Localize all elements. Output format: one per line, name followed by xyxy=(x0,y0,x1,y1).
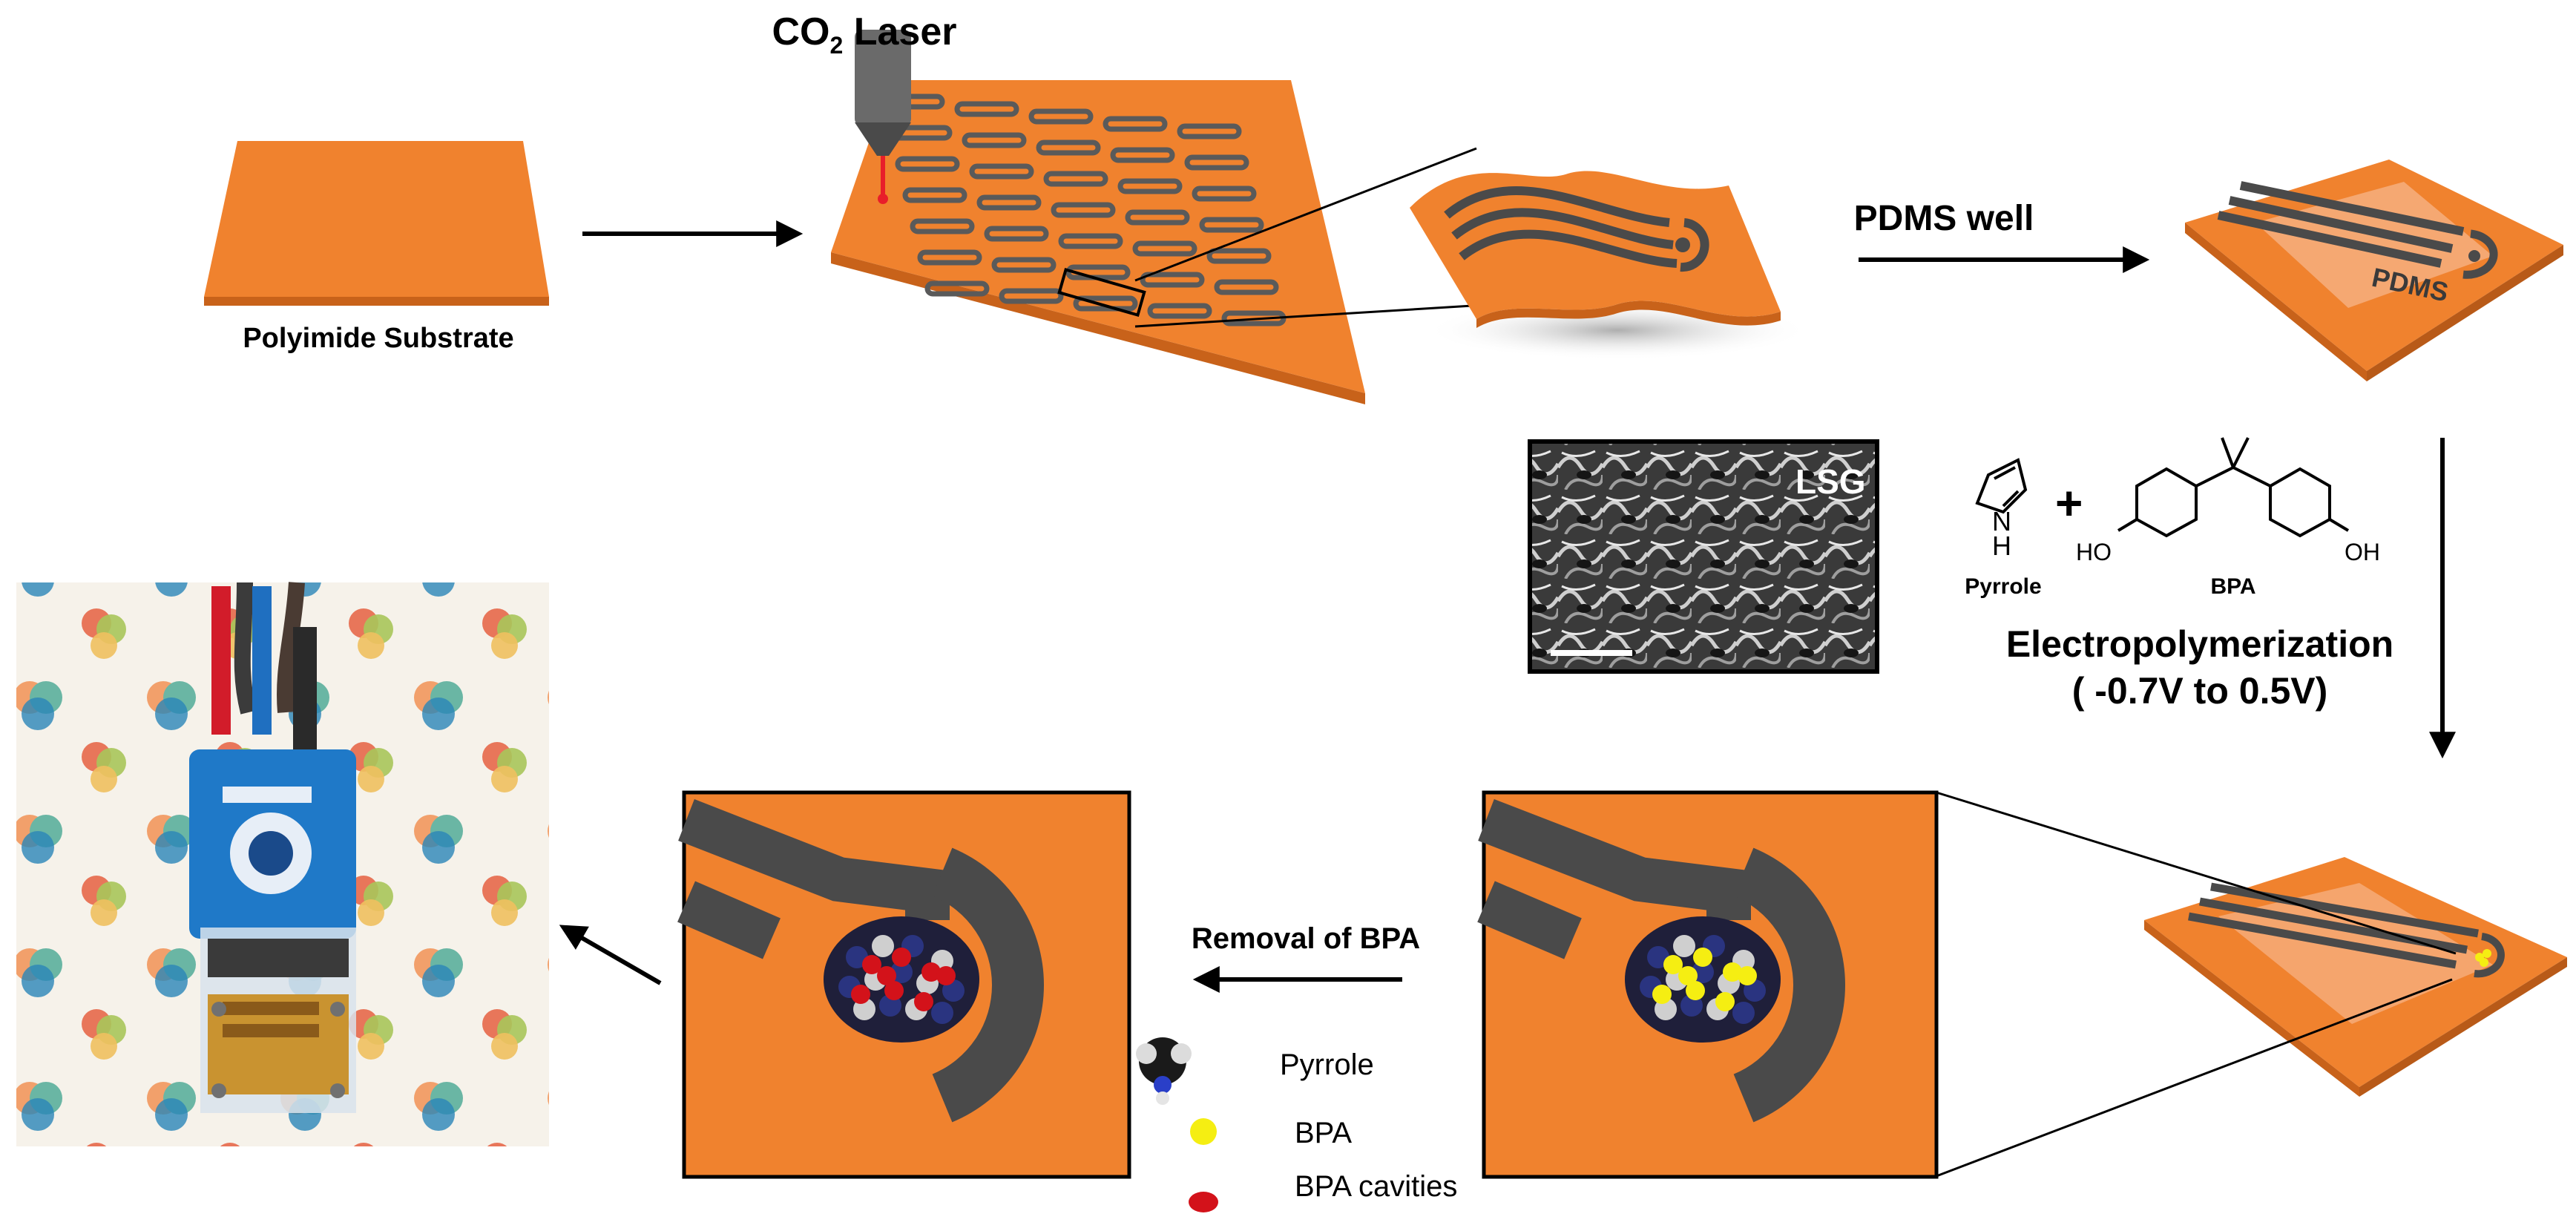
bpa-molecule xyxy=(1678,966,1698,985)
electrode-pattern xyxy=(1103,116,1168,132)
oh-label: OH xyxy=(2345,539,2380,565)
zoom-panel-cavities xyxy=(677,790,1131,1179)
electrode-pattern xyxy=(1140,272,1205,288)
electrode-pattern xyxy=(954,101,1019,117)
legend-label-bpa-cavities: BPA cavities xyxy=(1295,1170,1457,1203)
pyrrole-unit xyxy=(1673,935,1695,957)
electrode-pattern xyxy=(1051,202,1116,218)
bpa-cavity xyxy=(936,966,956,985)
bpa-molecule xyxy=(1723,962,1742,982)
bpa-structure xyxy=(2117,437,2350,538)
sem-image xyxy=(1528,439,1879,674)
legend-label-bpa: BPA xyxy=(1295,1117,1352,1149)
electrode-pattern xyxy=(1110,147,1175,163)
pyrrole-h-label: H xyxy=(1992,531,2011,561)
bpa-molecule xyxy=(1652,985,1672,1004)
electrode-pattern xyxy=(1073,295,1138,312)
electrode-pattern xyxy=(991,257,1057,273)
imprinted-device xyxy=(2144,857,2567,1097)
substrate-label: Polyimide Substrate xyxy=(243,323,513,354)
zoom-line xyxy=(1936,791,2457,955)
red-dot-icon xyxy=(1189,1192,1218,1212)
electrode-pattern xyxy=(902,187,967,203)
zoom-panel-bpa-loaded xyxy=(1477,790,1939,1179)
bpa-molecule xyxy=(1686,981,1705,1000)
electrode-pattern xyxy=(1177,123,1242,139)
electrode-pattern xyxy=(924,280,990,297)
electrode-pattern xyxy=(910,218,975,234)
bpa-cavity xyxy=(884,981,904,1000)
pdms-device xyxy=(2185,160,2563,381)
bpa-cavity xyxy=(851,985,870,1004)
zoom-line xyxy=(1936,978,2453,1178)
electrode-pattern xyxy=(976,194,1042,211)
electrode-pattern xyxy=(1199,217,1264,233)
bpa-cavity xyxy=(921,962,941,982)
electrode-pattern xyxy=(1125,209,1190,226)
bpa-cavity xyxy=(914,992,933,1011)
electrode-pattern xyxy=(1028,108,1094,125)
electrode-pattern xyxy=(1192,186,1257,202)
legend: Pyrrole BPA BPA cavities xyxy=(1136,1037,1457,1212)
laser-scribed-sheet xyxy=(831,80,1365,404)
potential-range-label: ( -0.7V to 0.5V) xyxy=(2072,670,2328,712)
pyrrole-unit xyxy=(1732,1002,1755,1024)
electrode-pattern xyxy=(1132,240,1197,257)
electrode-pattern xyxy=(1036,139,1101,156)
flexible-electrode xyxy=(1410,171,1810,360)
pyrrole-unit xyxy=(931,1002,953,1024)
electrode-pattern xyxy=(999,288,1064,304)
laser-head-icon xyxy=(855,30,911,204)
bpa-molecule xyxy=(1715,992,1735,1011)
lsg-label: LSG xyxy=(1795,462,1866,501)
electrode-pattern xyxy=(1043,171,1108,187)
bpa-molecule xyxy=(1738,966,1757,985)
bpa-molecule xyxy=(1693,948,1712,967)
electropolymerization-label: Electropolymerization xyxy=(2006,623,2393,665)
plus-sign: + xyxy=(2055,476,2083,530)
electrode-pattern xyxy=(969,163,1034,180)
electrode-pattern xyxy=(1147,303,1212,319)
pdms-well-label: PDMS well xyxy=(1854,199,2034,238)
electrode-pattern xyxy=(1058,233,1123,249)
bpa-caption: BPA xyxy=(2210,574,2255,599)
electrode-pattern xyxy=(917,249,982,266)
bpa-cavity xyxy=(862,955,881,974)
pyrrole-structure xyxy=(1975,458,2028,514)
bpa-cavity xyxy=(892,948,911,967)
electrode-pattern xyxy=(1206,248,1272,264)
electrode-pattern xyxy=(1117,178,1183,194)
electrode-pattern xyxy=(1184,154,1249,171)
zoom-line xyxy=(1134,147,1477,282)
yellow-dot-icon xyxy=(1190,1118,1217,1145)
electrode-pattern xyxy=(1214,279,1279,295)
pyrrole-caption: Pyrrole xyxy=(1965,574,2041,599)
bpa-molecule xyxy=(1663,955,1683,974)
legend-label-pyrrole: Pyrrole xyxy=(1280,1048,1374,1081)
arrow-to-photo xyxy=(559,925,662,985)
removal-label: Removal of BPA xyxy=(1192,922,1420,955)
pyrrole-unit xyxy=(872,935,894,957)
electrode-pattern xyxy=(984,226,1049,242)
polyimide-substrate-sheet xyxy=(204,141,549,306)
laser-label: CO2 Laser xyxy=(772,10,956,59)
electrode-pattern xyxy=(962,132,1027,148)
highlighted-electrode-box xyxy=(1057,267,1146,318)
pyrrole-molecule-icon xyxy=(1136,1037,1192,1105)
device-photo xyxy=(16,582,549,1146)
ho-label: HO xyxy=(2076,539,2112,565)
bpa-cavity xyxy=(877,966,896,985)
electrode-pattern xyxy=(895,156,960,172)
pyrrole-n-label: N xyxy=(1992,506,2011,536)
